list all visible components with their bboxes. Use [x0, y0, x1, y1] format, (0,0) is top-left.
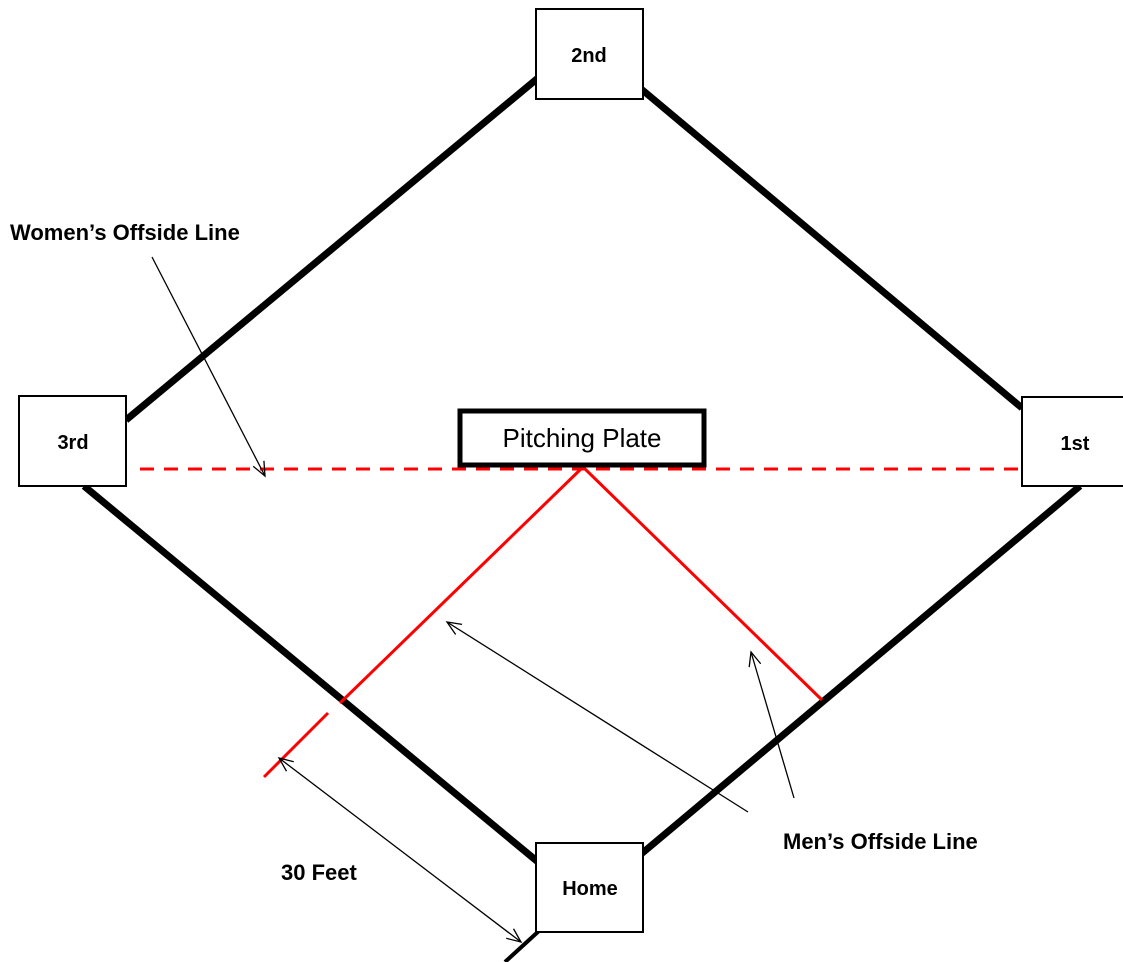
womens-offside-pointer: [151, 256, 266, 478]
baseline-third-to-home: [81, 483, 541, 865]
offside-extension-segment: [262, 711, 330, 779]
womens-offside-label: Women’s Offside Line: [10, 220, 240, 245]
mens-offside-label: Men’s Offside Line: [783, 829, 978, 854]
distance-dimension-arrow: [277, 757, 523, 943]
home-plate-label: Home: [562, 878, 618, 900]
mens-offside-line-right: [581, 465, 824, 702]
first-base: 1st: [1021, 396, 1123, 487]
mens-offside-pointer-left: [445, 621, 749, 813]
pitching-plate: Pitching Plate: [457, 408, 707, 468]
home-plate: Home: [535, 842, 644, 933]
pitching-plate-box: [457, 408, 707, 468]
third-base-box: [18, 395, 127, 487]
mens-offside-line-left: [338, 465, 585, 705]
third-base: 3rd: [18, 395, 127, 487]
first-base-label: 1st: [1061, 433, 1090, 455]
second-base: 2nd: [535, 8, 644, 100]
mens-offside-pointer-right: [748, 650, 795, 799]
third-base-label: 3rd: [57, 432, 88, 454]
distance-label: 30 Feet: [281, 860, 357, 885]
first-base-box: [1021, 396, 1123, 487]
baseline-first-to-home: [637, 483, 1083, 858]
home-plate-tail: [503, 928, 542, 962]
baseline-third-to-second: [123, 75, 541, 423]
second-base-label: 2nd: [571, 45, 607, 67]
second-base-box: [535, 8, 644, 100]
home-plate-box: [535, 842, 644, 933]
baseline-second-to-first: [637, 85, 1025, 411]
pitching-plate-label: Pitching Plate: [503, 423, 662, 453]
